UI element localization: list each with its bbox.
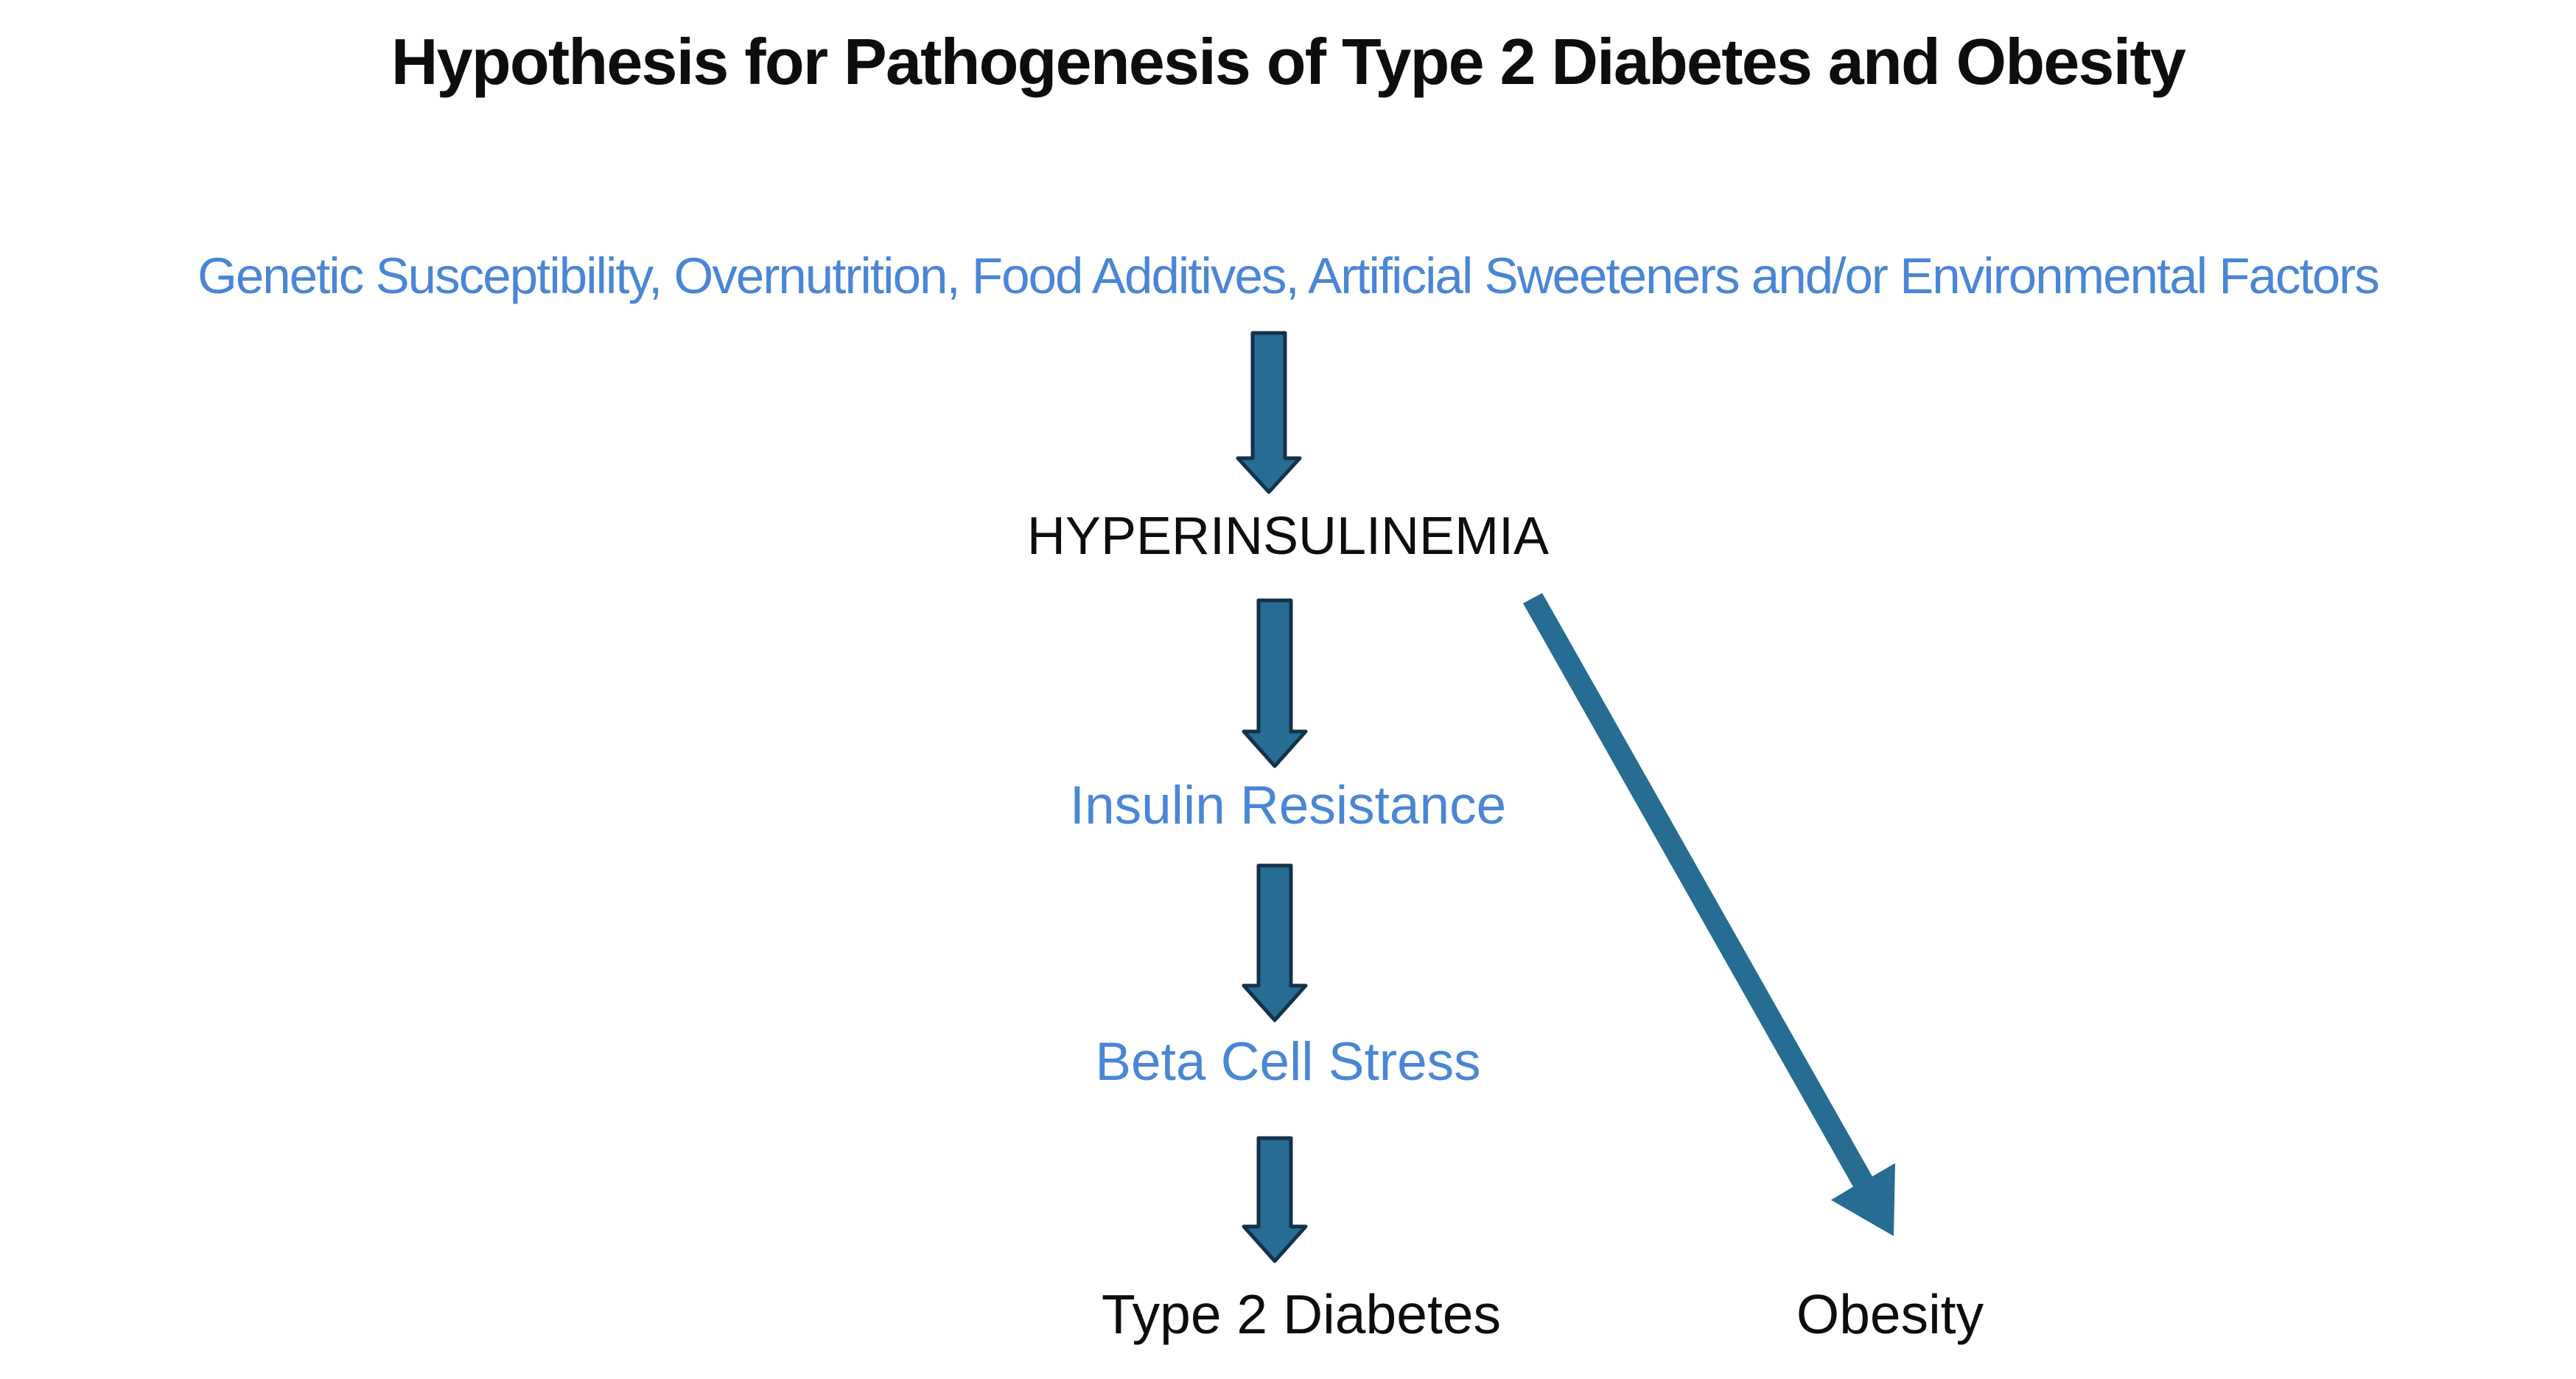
arrow-hyperinsulinemia-to-insulin-resistance-icon xyxy=(1242,598,1308,768)
node-hyperinsulinemia: HYPERINSULINEMIA xyxy=(1026,507,1550,566)
node-risk-factors: Genetic Susceptibility, Overnutrition, F… xyxy=(197,248,2380,304)
arrow-hyperinsulinemia-to-obesity-icon xyxy=(1523,593,1895,1236)
node-obesity: Obesity xyxy=(1796,1283,1984,1345)
arrow-insulin-resistance-to-beta-cell-stress-icon xyxy=(1242,863,1308,1022)
node-insulin-resistance: Insulin Resistance xyxy=(1069,776,1507,835)
node-type-2-diabetes: Type 2 Diabetes xyxy=(1102,1283,1501,1345)
diagram-title: Hypothesis for Pathogenesis of Type 2 Di… xyxy=(391,25,2186,98)
node-beta-cell-stress: Beta Cell Stress xyxy=(1095,1032,1481,1092)
arrow-beta-cell-stress-to-type-2-diabetes-icon xyxy=(1242,1136,1308,1263)
arrow-factors-to-hyperinsulinemia-icon xyxy=(1236,331,1302,494)
